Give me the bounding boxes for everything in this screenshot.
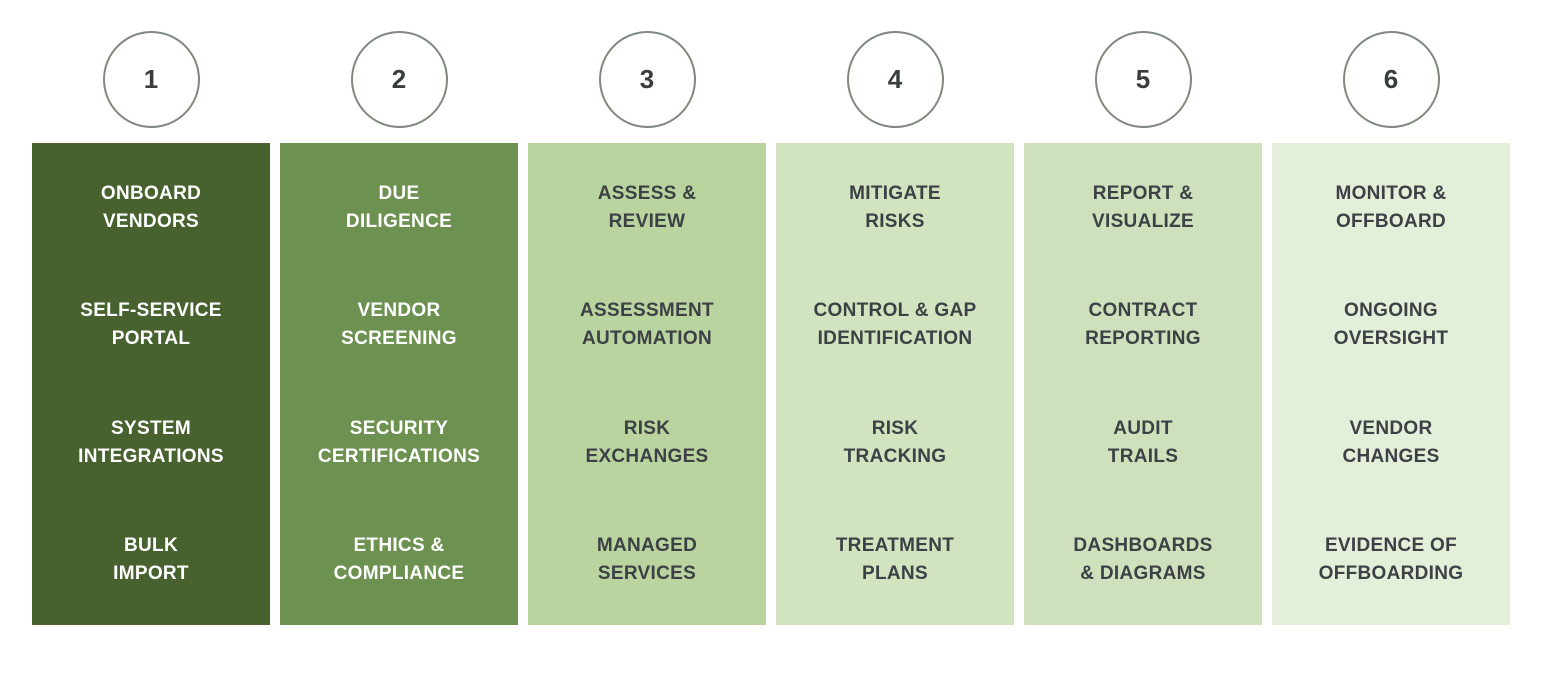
stage-item: ASSESSMENT AUTOMATION bbox=[580, 300, 714, 350]
stage-1-number-circle: 1 bbox=[102, 31, 200, 128]
stage-item: CONTRACT REPORTING bbox=[1085, 300, 1201, 350]
stage-item: MANAGED SERVICES bbox=[596, 535, 698, 585]
stage-column-6: 6 MONITOR & OFFBOARD ONGOING OVERSIGHT V… bbox=[1272, 31, 1510, 625]
stage-3-number: 3 bbox=[639, 64, 655, 94]
stage-item: AUDIT TRAILS bbox=[1107, 417, 1179, 467]
stage-column-1: 1 ONBOARD VENDORS SELF-SERVICE PORTAL SY… bbox=[32, 31, 270, 625]
stage-4-block: MITIGATE RISKS CONTROL & GAP IDENTIFICAT… bbox=[776, 143, 1014, 625]
stage-item: CONTROL & GAP IDENTIFICATION bbox=[813, 300, 977, 350]
stage-2-number: 2 bbox=[391, 64, 407, 94]
stage-item: EVIDENCE OF OFFBOARDING bbox=[1318, 535, 1464, 585]
stage-6-block: MONITOR & OFFBOARD ONGOING OVERSIGHT VEN… bbox=[1272, 143, 1510, 625]
stage-title: MONITOR & OFFBOARD bbox=[1335, 182, 1447, 232]
stage-4-number-circle: 4 bbox=[846, 31, 944, 128]
process-diagram: 1 ONBOARD VENDORS SELF-SERVICE PORTAL SY… bbox=[32, 31, 1510, 625]
stage-3-block: ASSESS & REVIEW ASSESSMENT AUTOMATION RI… bbox=[528, 143, 766, 625]
stage-item: SELF-SERVICE PORTAL bbox=[80, 300, 222, 350]
stage-5-number-circle: 5 bbox=[1094, 31, 1192, 128]
stage-item: SYSTEM INTEGRATIONS bbox=[78, 417, 224, 467]
stage-item: RISK TRACKING bbox=[843, 417, 947, 467]
stage-2-number-circle: 2 bbox=[350, 31, 448, 128]
stage-5-number: 5 bbox=[1135, 64, 1151, 94]
stage-1-number: 1 bbox=[143, 64, 159, 94]
stage-item: TREATMENT PLANS bbox=[835, 535, 955, 585]
stage-item: VENDOR SCREENING bbox=[341, 300, 457, 350]
stage-item: ONGOING OVERSIGHT bbox=[1333, 300, 1449, 350]
stage-1-block: ONBOARD VENDORS SELF-SERVICE PORTAL SYST… bbox=[32, 143, 270, 625]
stage-6-number-circle: 6 bbox=[1342, 31, 1440, 128]
stage-column-4: 4 MITIGATE RISKS CONTROL & GAP IDENTIFIC… bbox=[776, 31, 1014, 625]
stage-column-5: 5 REPORT & VISUALIZE CONTRACT REPORTING … bbox=[1024, 31, 1262, 625]
stage-title: REPORT & VISUALIZE bbox=[1092, 182, 1194, 232]
stage-item: ETHICS & COMPLIANCE bbox=[333, 535, 465, 585]
stage-title: ASSESS & REVIEW bbox=[597, 182, 697, 232]
stage-title: DUE DILIGENCE bbox=[345, 182, 453, 232]
stage-4-number: 4 bbox=[887, 64, 903, 94]
stage-title: MITIGATE RISKS bbox=[849, 182, 941, 232]
stage-2-block: DUE DILIGENCE VENDOR SCREENING SECURITY … bbox=[280, 143, 518, 625]
stage-item: SECURITY CERTIFICATIONS bbox=[317, 417, 481, 467]
stage-item: RISK EXCHANGES bbox=[585, 417, 709, 467]
stage-item: DASHBOARDS & DIAGRAMS bbox=[1073, 535, 1213, 585]
stage-title: ONBOARD VENDORS bbox=[100, 182, 202, 232]
stage-column-3: 3 ASSESS & REVIEW ASSESSMENT AUTOMATION … bbox=[528, 31, 766, 625]
stage-5-block: REPORT & VISUALIZE CONTRACT REPORTING AU… bbox=[1024, 143, 1262, 625]
stage-column-2: 2 DUE DILIGENCE VENDOR SCREENING SECURIT… bbox=[280, 31, 518, 625]
stage-6-number: 6 bbox=[1383, 64, 1399, 94]
stage-3-number-circle: 3 bbox=[598, 31, 696, 128]
stage-item: BULK IMPORT bbox=[113, 535, 189, 585]
stage-item: VENDOR CHANGES bbox=[1342, 417, 1440, 467]
